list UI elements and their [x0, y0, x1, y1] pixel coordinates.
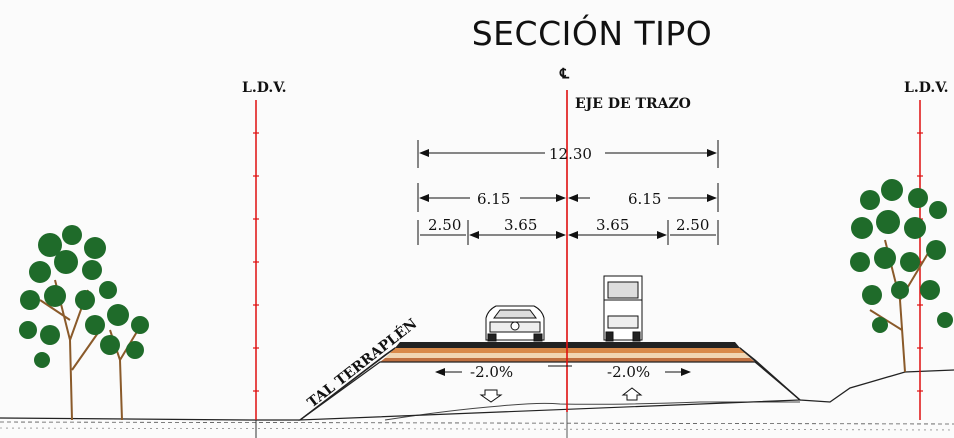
shoulder-left-label: 2.50: [428, 216, 461, 234]
slope-left-label: -2.0%: [470, 363, 513, 381]
shoulder-right-label: 2.50: [676, 216, 709, 234]
lane-right-label: 3.65: [596, 216, 629, 234]
centerline-symbol: ℄: [559, 66, 570, 82]
car-icon: [485, 305, 545, 342]
ldv-right-label: L.D.V.: [904, 80, 949, 96]
embankment-label: TAL TERRAPLÉN: [303, 314, 420, 411]
half-left-label: 6.15: [477, 190, 510, 208]
ldv-left-label: L.D.V.: [242, 80, 287, 96]
ldv-line-left: [253, 100, 259, 438]
slope-right-label: -2.0%: [607, 363, 650, 381]
total-width-label: 12.30: [549, 145, 592, 163]
truck-icon: [603, 275, 643, 342]
half-right-label: 6.15: [628, 190, 661, 208]
drain-arrow-icons: [479, 387, 643, 403]
page-title: SECCIÓN TIPO: [471, 14, 713, 53]
tree-left-icon: [19, 225, 149, 421]
centerline-label: EJE DE TRAZO: [575, 96, 691, 112]
slope-arrows: [435, 365, 691, 376]
lane-left-label: 3.65: [504, 216, 537, 234]
tree-right-icon: [850, 179, 953, 373]
dimension-lines: [417, 140, 719, 245]
